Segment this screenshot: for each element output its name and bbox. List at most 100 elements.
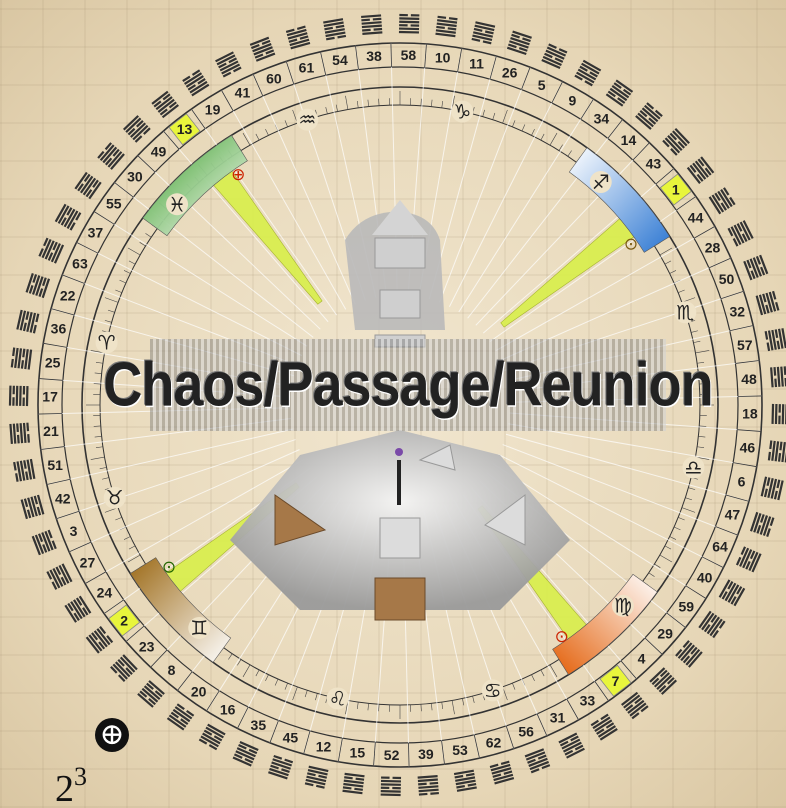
gate-number: 40 (697, 569, 713, 585)
gate-number: 45 (283, 729, 299, 745)
hexagram-icon (199, 724, 226, 751)
gate-number: 57 (737, 337, 753, 353)
hexagram-icon (11, 347, 32, 369)
zodiac-glyph: ♐ (592, 170, 610, 194)
hexagram-icon (9, 423, 30, 444)
gate-number: 28 (705, 239, 721, 255)
gate-number: 27 (80, 555, 96, 571)
gate-number: 4 (638, 650, 646, 666)
zodiac-glyph: ♋ (484, 678, 502, 702)
gate-number: 36 (51, 321, 67, 337)
zodiac-glyph: ♓ (168, 192, 186, 216)
gate-number: 12 (316, 739, 332, 755)
gate-number: 41 (235, 84, 251, 100)
hexagram-icon (541, 43, 567, 69)
gate-number: 44 (688, 210, 704, 226)
gate-number: 20 (191, 683, 207, 699)
gate-number: 17 (42, 389, 58, 405)
zodiac-glyph: ♏ (676, 300, 694, 324)
hexagram-icon (13, 459, 35, 482)
gate-number: 15 (350, 744, 366, 760)
corner-label: 23 (55, 762, 87, 808)
hexagram-icon (137, 680, 165, 708)
hexagram-icon (286, 26, 310, 50)
gate-number: 54 (332, 52, 348, 68)
gate-number: 14 (621, 132, 637, 148)
hexagram-icon (361, 14, 382, 35)
gate-number: 55 (106, 196, 122, 212)
gate-number: 13 (177, 121, 193, 137)
hexagram-icon (167, 703, 194, 730)
hexagram-icon (756, 291, 780, 315)
hexagram-icon (765, 328, 786, 351)
corner-sup: 3 (74, 762, 87, 791)
gate-number: 10 (435, 50, 451, 66)
gate-number: 2 (120, 612, 128, 628)
hexagram-icon (606, 79, 633, 106)
hexagram-icon (9, 386, 29, 406)
hexagram-icon (525, 748, 551, 773)
hexagram-icon (32, 530, 57, 556)
hexagram-icon (574, 60, 601, 87)
gate-number: 61 (299, 60, 315, 76)
hexagram-icon (182, 69, 209, 96)
gate-number: 32 (729, 303, 745, 319)
hexagram-icon (16, 310, 39, 334)
gate-number: 3 (70, 523, 78, 539)
hexagram-icon (97, 142, 125, 170)
hexagram-icon (418, 775, 439, 796)
planet-marker-icon: ⊕ (231, 165, 245, 185)
gate-number: 23 (139, 638, 155, 654)
hexagram-icon (768, 440, 786, 462)
gate-number: 56 (518, 723, 534, 739)
gate-number: 22 (60, 287, 76, 303)
hexagram-icon (743, 255, 768, 281)
gate-number: 49 (151, 144, 167, 160)
hexagram-icon (323, 18, 346, 40)
zodiac-glyph: ♊ (190, 616, 208, 640)
gate-number: 21 (43, 423, 59, 439)
hexagram-icon (26, 273, 50, 298)
gate-number: 46 (740, 440, 756, 456)
gate-number: 37 (88, 225, 104, 241)
hexagram-icon (399, 14, 419, 34)
planet-marker-icon: ⊙ (555, 627, 569, 647)
hexagram-icon (305, 766, 329, 789)
zodiac-glyph: ♌ (329, 686, 347, 710)
gate-number: 50 (719, 271, 735, 287)
gate-number: 11 (469, 55, 484, 71)
gate-number: 5 (538, 77, 546, 93)
hexagram-icon (736, 546, 762, 572)
zodiac-glyph: ♉ (106, 486, 124, 510)
hexagram-icon (771, 404, 786, 424)
gate-number: 42 (55, 491, 71, 507)
gate-number: 62 (486, 734, 502, 750)
hexagram-icon (21, 495, 45, 519)
hexagram-icon (770, 366, 786, 387)
gate-number: 47 (725, 507, 741, 523)
hexagram-icon (472, 21, 496, 44)
hexagram-icon (675, 640, 703, 668)
hexagram-icon (649, 667, 677, 695)
hexagram-icon (490, 761, 514, 785)
hexagram-icon (250, 37, 276, 62)
hexagram-icon (64, 596, 91, 623)
gate-number: 35 (251, 717, 267, 733)
gate-number: 7 (612, 673, 620, 689)
zodiac-glyph: ♒ (298, 108, 316, 132)
gate-number: 16 (220, 702, 236, 718)
hexagram-icon (268, 755, 293, 779)
gate-number: 18 (742, 405, 758, 421)
hexagram-icon (662, 128, 690, 156)
hexagram-icon (454, 770, 477, 792)
gate-number: 19 (205, 101, 221, 117)
corner-base: 2 (55, 768, 74, 808)
hexagram-icon (435, 16, 457, 37)
cross-beam (501, 217, 636, 327)
gate-number: 51 (47, 457, 63, 473)
hexagram-icon (55, 204, 82, 231)
gate-number: 48 (741, 371, 757, 387)
gate-number: 1 (672, 182, 680, 198)
hexagram-icon (698, 611, 725, 638)
